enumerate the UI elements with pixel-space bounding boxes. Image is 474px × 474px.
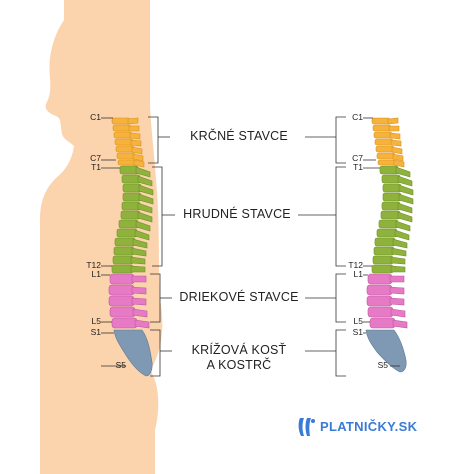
label-s5-right: S5 [377, 360, 388, 370]
region-label-thoracic: HRUDNÉ STAVCE [183, 207, 291, 221]
label-t12-right: T12 [348, 260, 363, 270]
brand-logo: PLATNIČKY.SK [296, 416, 418, 438]
label-l5-right: L5 [353, 316, 363, 326]
left-cervical [111, 117, 145, 168]
label-s1-left: S1 [90, 327, 101, 337]
right-spine [365, 117, 414, 373]
label-t1-left: T1 [91, 162, 101, 172]
left-brackets [101, 116, 175, 377]
label-l5-left: L5 [91, 316, 101, 326]
label-t1-right: T1 [353, 162, 363, 172]
left-thoracic [111, 165, 154, 274]
left-sacrum [113, 329, 153, 377]
region-label-lumbar: DRIEKOVÉ STAVCE [179, 290, 299, 304]
label-s1-right: S1 [352, 327, 363, 337]
spine-logo-icon [298, 418, 315, 436]
label-c1-right: C1 [352, 112, 363, 122]
logo-text: PLATNIČKY.SK [320, 419, 418, 434]
right-thoracic [371, 165, 414, 274]
head-shape [64, 0, 150, 120]
region-label-sacral-line2: A KOSTRČ [206, 358, 272, 372]
right-cervical [371, 117, 405, 168]
left-spine [108, 117, 154, 377]
region-label-cervical: KRČNÉ STAVCE [190, 129, 288, 143]
label-c7-right: C7 [352, 153, 363, 163]
right-brackets [298, 116, 400, 377]
label-s5-left: S5 [115, 360, 126, 370]
left-lumbar [108, 273, 150, 329]
right-lumbar [366, 273, 408, 329]
label-l1-right: L1 [353, 269, 363, 279]
label-t12-left: T12 [86, 260, 101, 270]
region-label-sacral-line1: KRÍŽOVÁ KOSŤ [191, 343, 287, 357]
label-c1-left: C1 [90, 112, 101, 122]
label-c7-left: C7 [90, 153, 101, 163]
right-sacrum [365, 329, 407, 373]
label-l1-left: L1 [91, 269, 101, 279]
